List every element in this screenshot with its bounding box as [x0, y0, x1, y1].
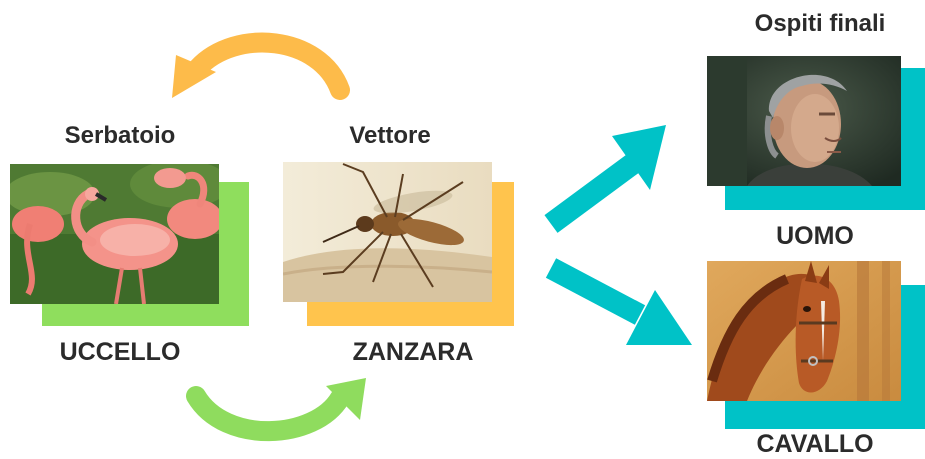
horse-label: CAVALLO	[735, 430, 895, 459]
man-portrait-photo	[707, 56, 901, 186]
horse-photo	[707, 261, 901, 401]
bird-label: UCCELLO	[38, 338, 202, 367]
mosquito-label: ZANZARA	[318, 338, 508, 367]
mosquito-photo	[283, 162, 492, 302]
man-label: UOMO	[745, 222, 885, 251]
flamingo-photo	[10, 164, 219, 304]
